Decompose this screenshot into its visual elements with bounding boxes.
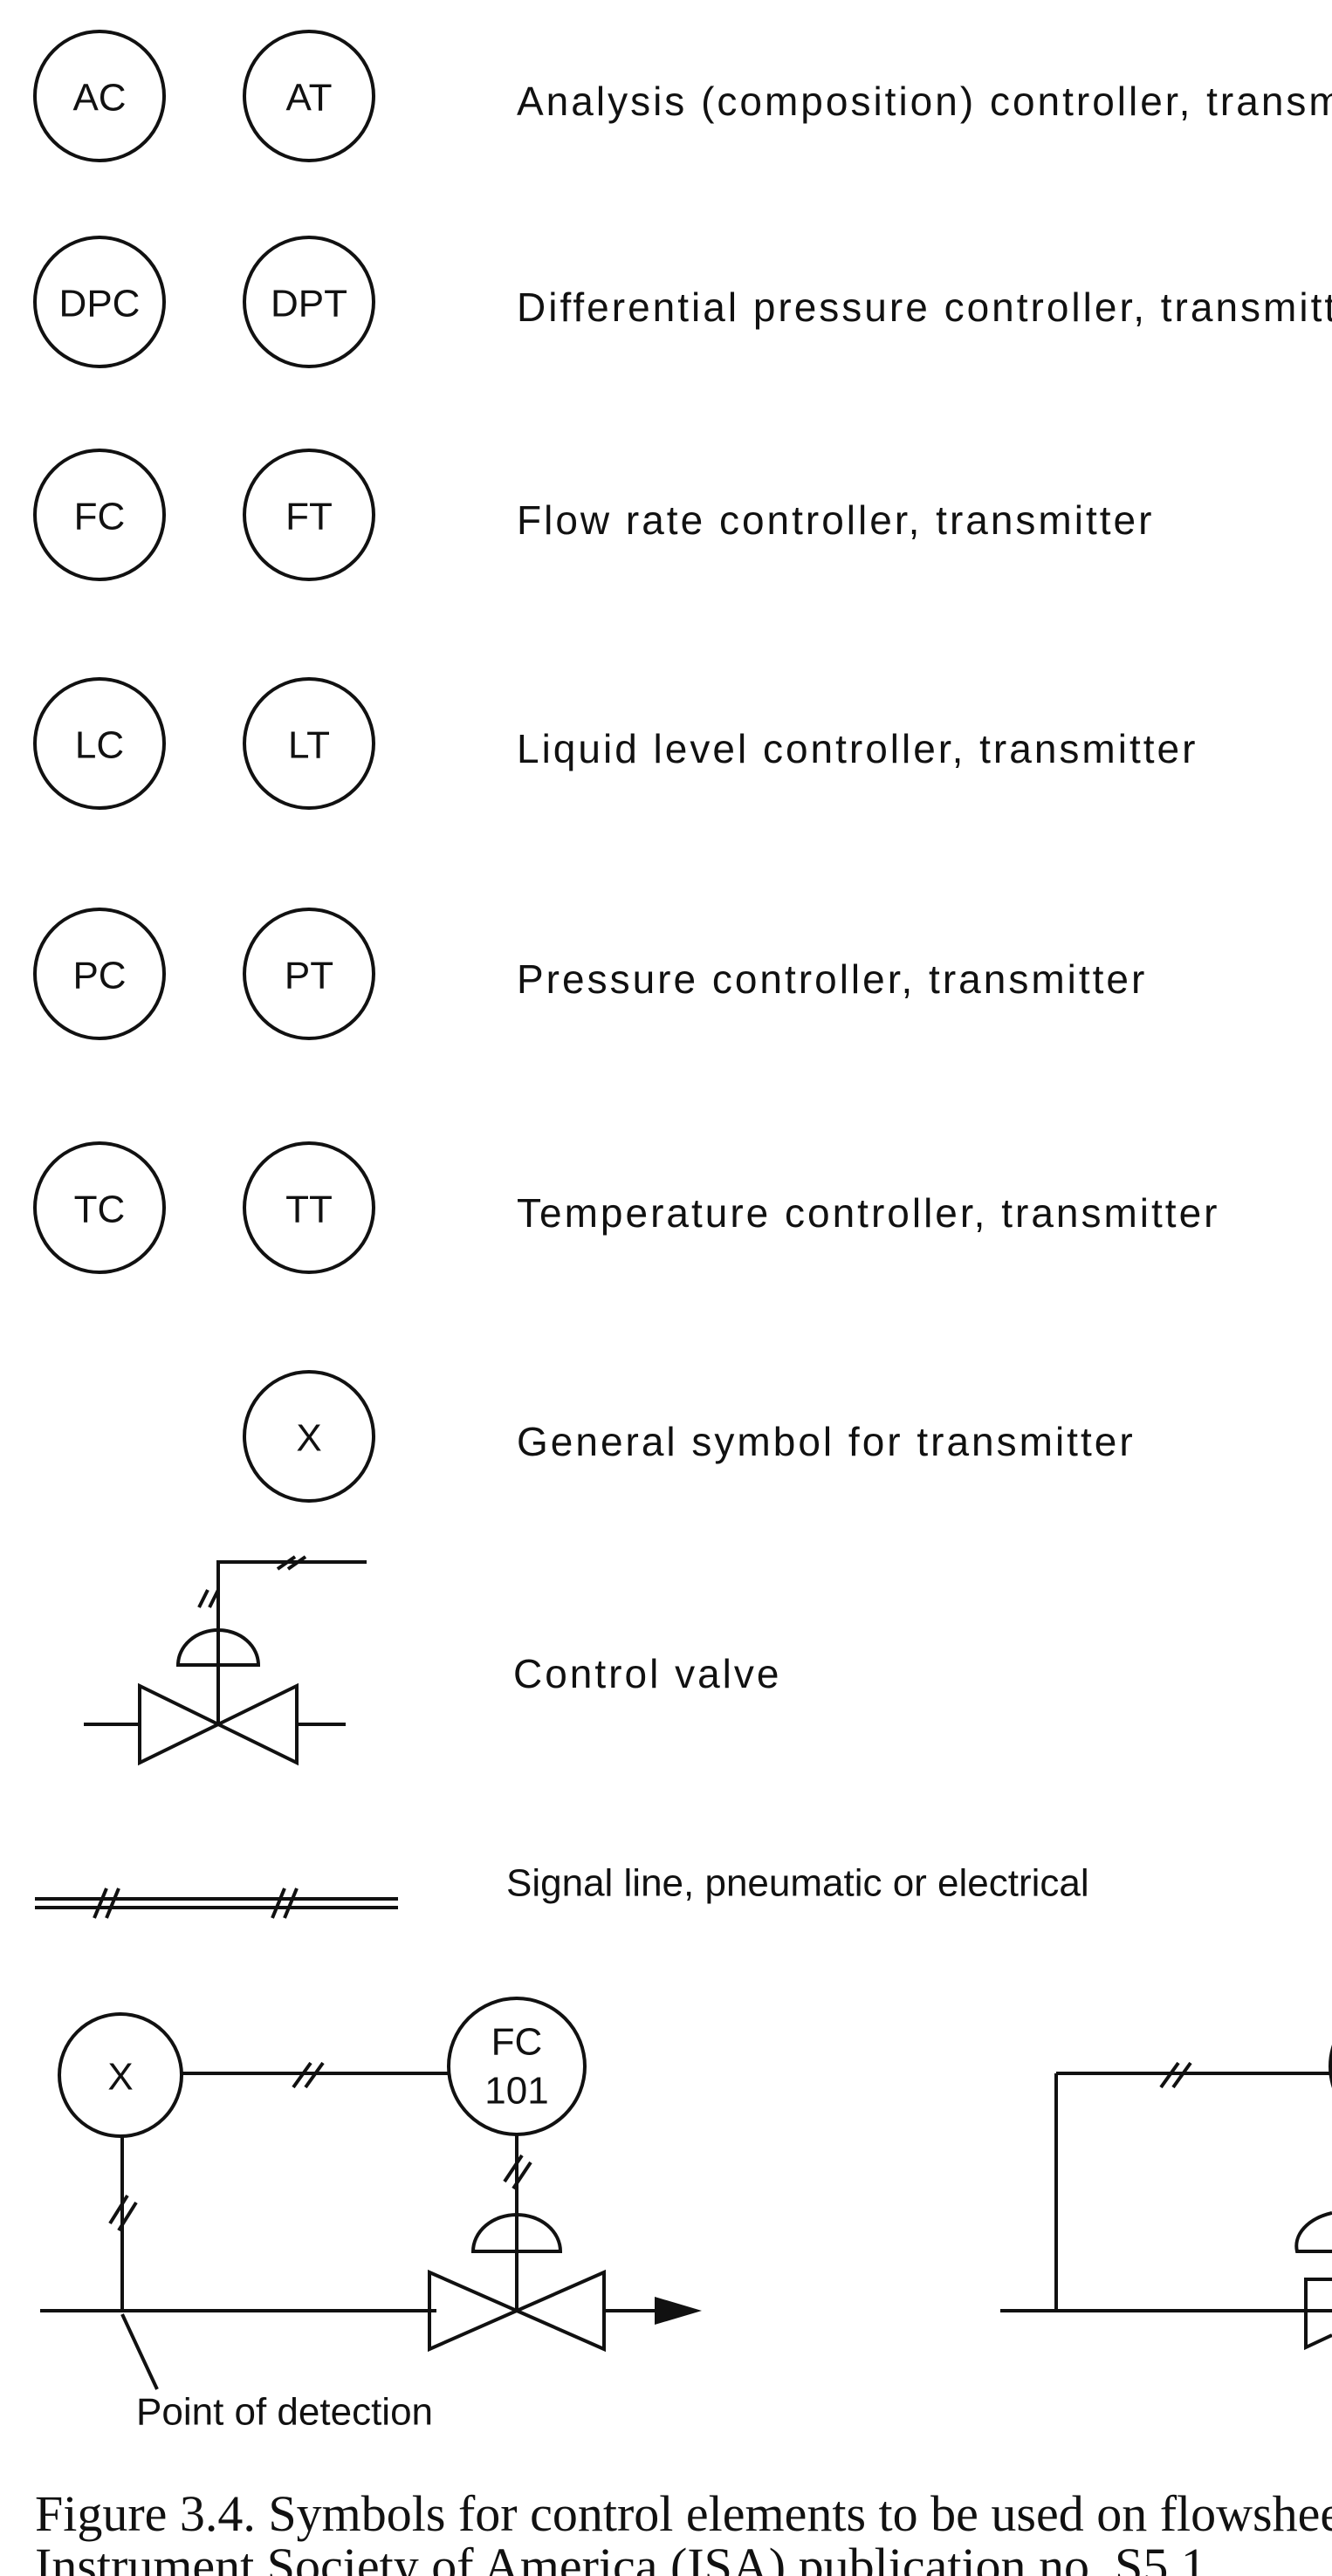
legend-row: TC TT Temperature controller, transmitter (33, 1141, 1220, 1274)
instrument-tag: TT (285, 1189, 333, 1231)
example-transmitter-symbol: X (107, 2056, 133, 2099)
legend-description: Liquid level controller, transmitter (517, 726, 1198, 771)
instrument-tag: PC (72, 955, 126, 997)
legend-description: Flow rate controller, transmitter (517, 497, 1154, 543)
instrument-tag: PT (285, 955, 333, 997)
instrument-tag: X (296, 1417, 321, 1460)
instrument-tag: LC (75, 724, 124, 767)
figure-caption-line1: Figure 3.4. Symbols for control elements… (35, 2485, 1332, 2542)
instrument-bubble (33, 449, 166, 581)
control-valve-symbol (84, 1555, 367, 1766)
legend-row: PC PT Pressure controller, transmitter (33, 908, 1147, 1040)
example-loop-right (1000, 2045, 1332, 2351)
legend-description: General symbol for transmitter (517, 1419, 1136, 1464)
instrument-bubble (243, 1370, 375, 1503)
instrument-bubble (33, 236, 166, 368)
instrument-bubble (243, 677, 375, 810)
example-controller-label-line1: FC (491, 2021, 543, 2064)
instrument-tag: DPC (59, 283, 141, 325)
instrument-tag: DPT (271, 283, 347, 325)
signal-line-symbol (35, 1887, 398, 1919)
instrument-tag: FC (74, 496, 126, 538)
instrument-bubble (243, 449, 375, 581)
instrument-bubble (33, 30, 166, 162)
figure-caption-line2: Instrument Society of America (ISA) publ… (35, 2538, 1219, 2576)
legend-rows: AC AT Analysis (composition) controller, t… (33, 30, 1332, 1503)
instrument-tag: LT (288, 724, 330, 767)
legend-row: X General symbol for transmitter (243, 1370, 1136, 1503)
legend-row: AC AT Analysis (composition) controller, t… (33, 30, 1332, 162)
instrument-bubble (33, 677, 166, 810)
instrument-tag: TC (74, 1189, 126, 1231)
legend-description: Analysis (composition) controller, trans… (517, 79, 1332, 124)
legend-row: DPC DPT Differential pressure controller, … (33, 236, 1332, 368)
instrument-bubble (243, 30, 375, 162)
control-valve-label: Control valve (513, 1651, 781, 1696)
legend-description: Differential pressure controller, transm… (517, 284, 1332, 330)
signal-line-label: Signal line, pneumatic or electrical (506, 1862, 1089, 1905)
legend-row: LC LT Liquid level controller, transmitter (33, 677, 1198, 810)
instrument-bubble (243, 236, 375, 368)
example-loop-left (40, 1997, 702, 2390)
instrument-bubble (33, 1141, 166, 1274)
example-controller-label-line2: 101 (484, 2070, 548, 2113)
instrument-bubble (243, 1141, 375, 1274)
instrument-bubble (243, 908, 375, 1040)
instrument-tag: AT (286, 77, 333, 120)
instrument-bubble (33, 908, 166, 1040)
legend-description: Pressure controller, transmitter (517, 956, 1147, 1002)
instrument-tag: FT (285, 496, 333, 538)
legend-description: Temperature controller, transmitter (517, 1190, 1220, 1236)
instrument-tag: AC (72, 77, 126, 120)
legend-row: FC FT Flow rate controller, transmitter (33, 449, 1154, 581)
point-of-detection-label: Point of detection (136, 2391, 433, 2434)
